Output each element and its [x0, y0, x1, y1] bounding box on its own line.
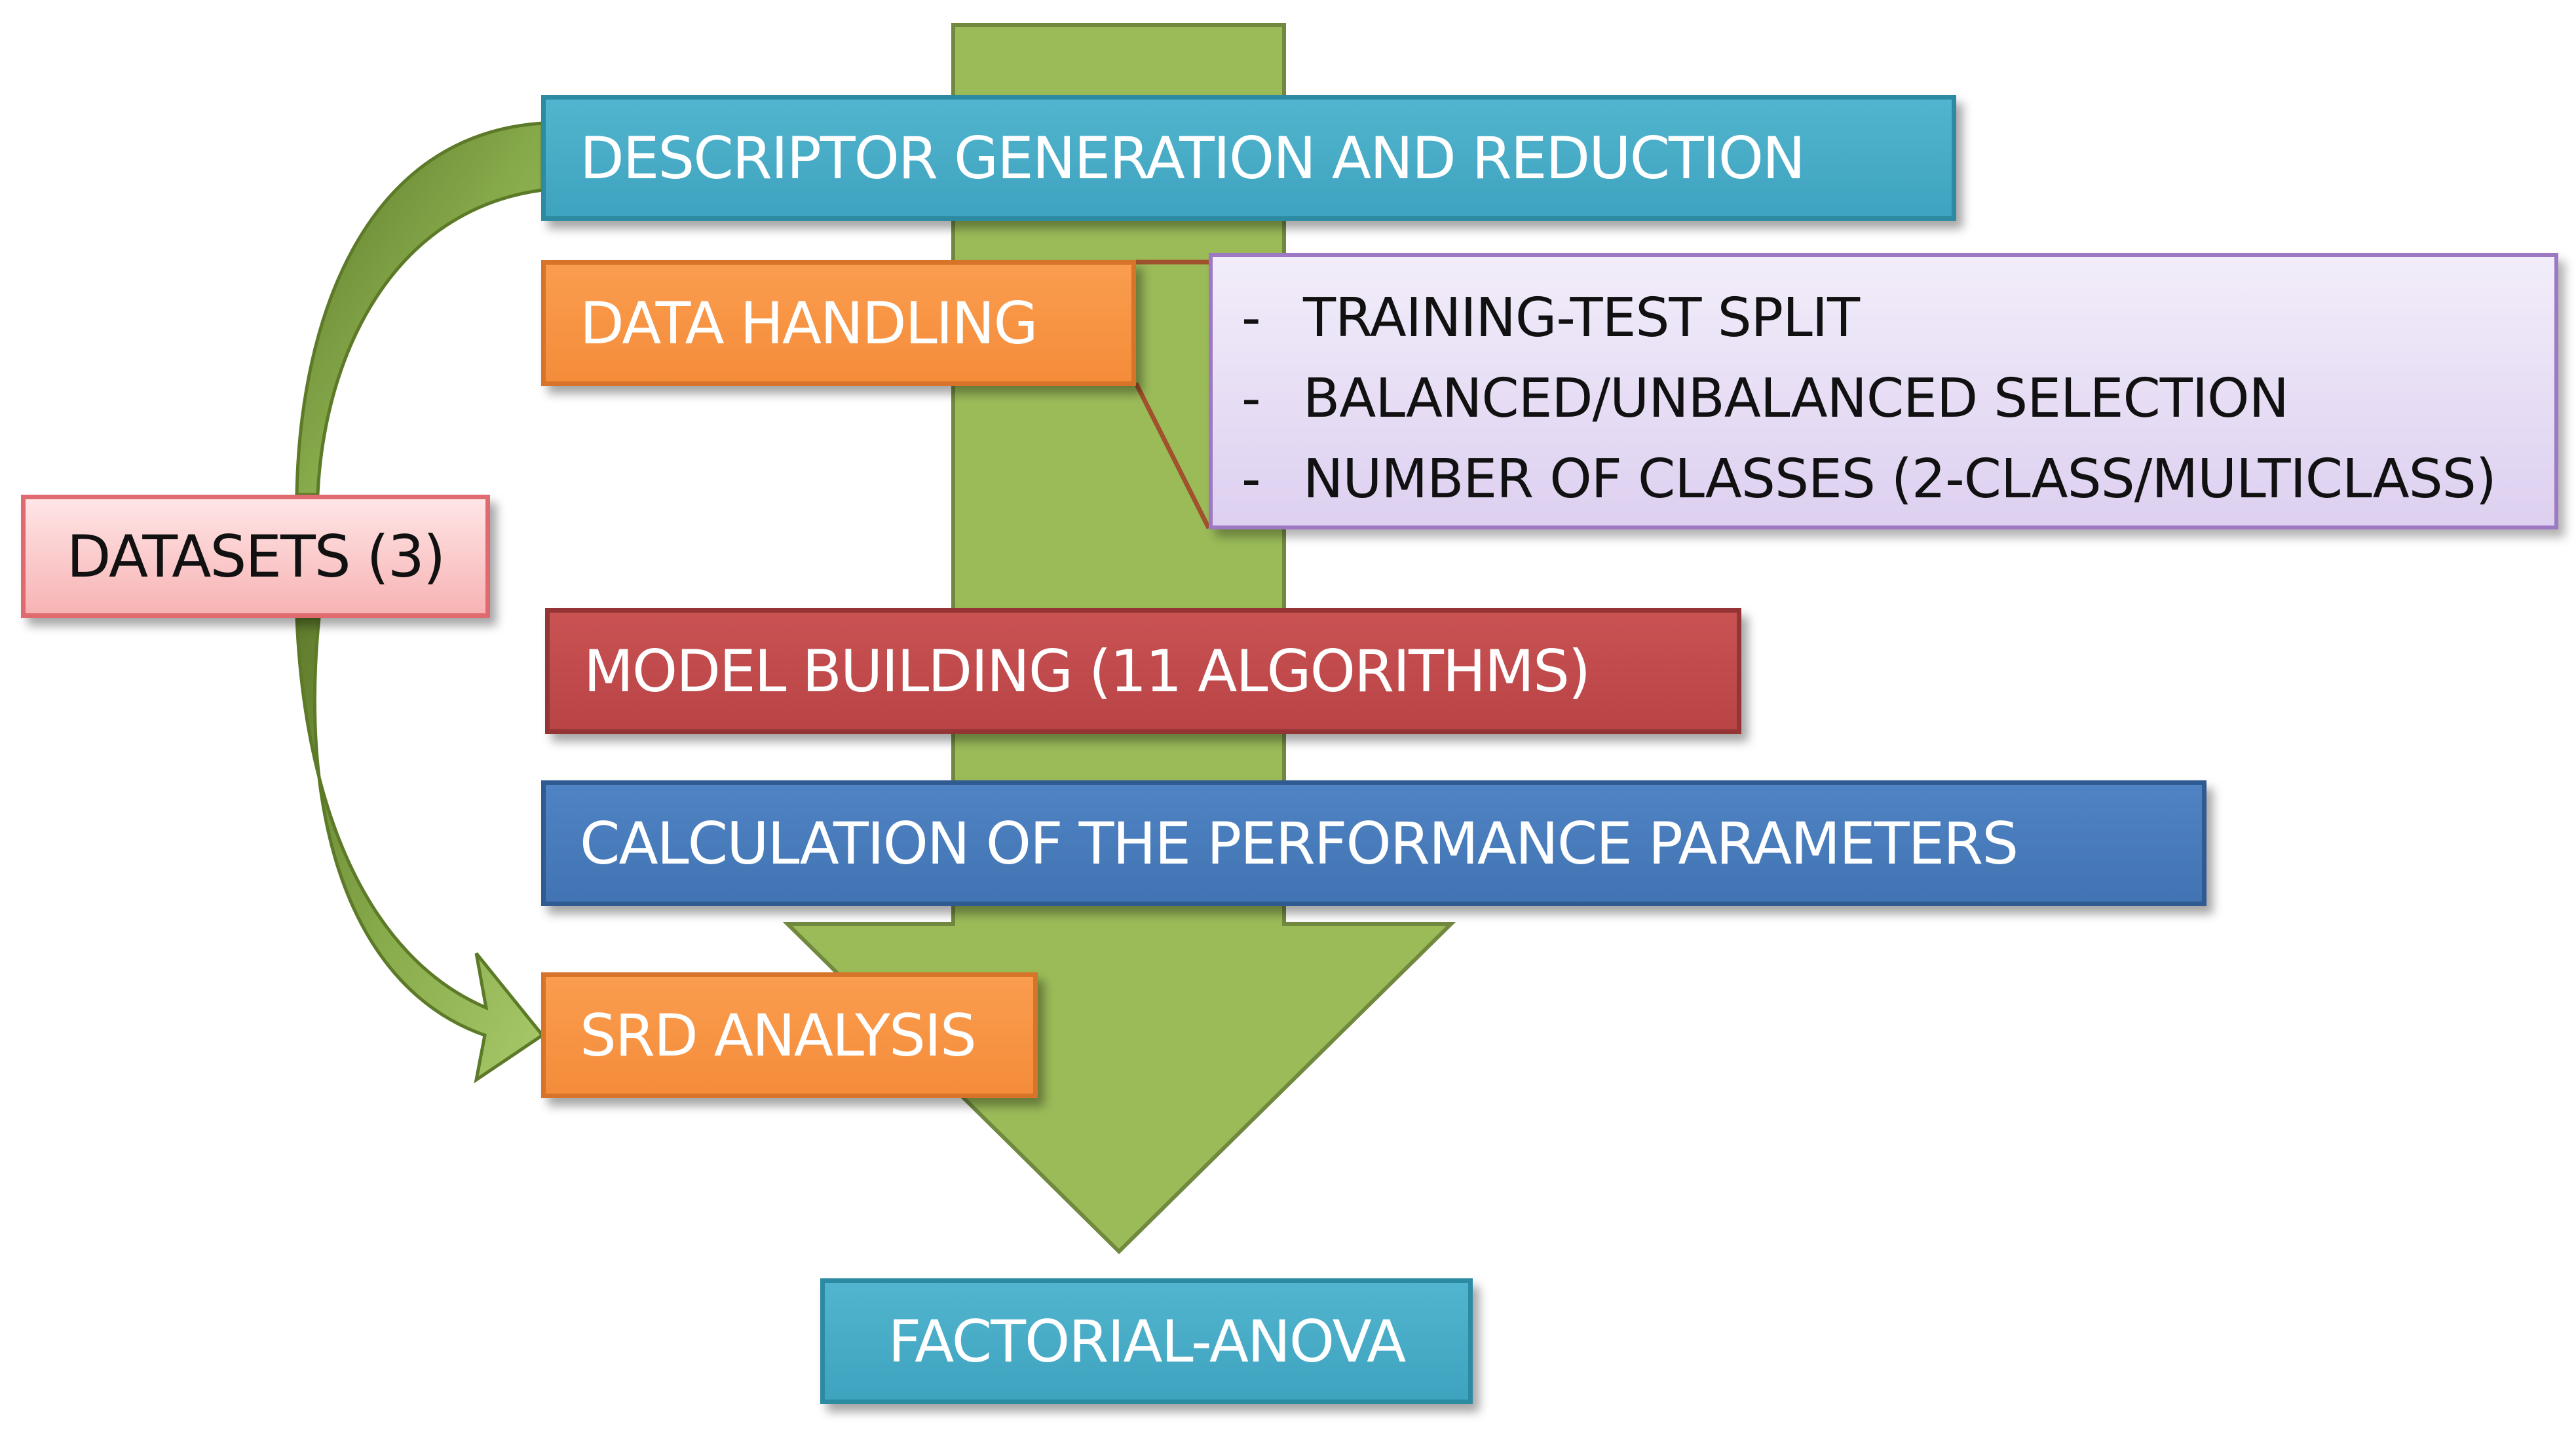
datasets-box: DATASETS (3) [21, 495, 490, 618]
callout-connector [1133, 259, 1211, 529]
data-handling-box: DATA HANDLING [541, 260, 1136, 386]
bullet-dash: - [1241, 448, 1261, 510]
curved-arrow-to-descriptor [295, 121, 544, 497]
data-handling-label: DATA HANDLING [580, 289, 1038, 357]
performance-calculation-box: CALCULATION OF THE PERFORMANCE PARAMETER… [541, 780, 2207, 906]
callout-item: - NUMBER OF CLASSES (2-CLASS/MULTICLASS) [1241, 439, 2554, 520]
callout-item-label: BALANCED/UNBALANCED SELECTION [1303, 368, 2289, 430]
bullet-dash: - [1241, 287, 1261, 349]
factorial-anova-label: FACTORIAL-ANOVA [888, 1307, 1407, 1375]
callout-item: - BALANCED/UNBALANCED SELECTION [1241, 358, 2554, 439]
callout-item: - TRAINING-TEST SPLIT [1241, 278, 2554, 358]
srd-analysis-box: SRD ANALYSIS [541, 972, 1038, 1098]
descriptor-generation-label: DESCRIPTOR GENERATION AND REDUCTION [580, 124, 1806, 192]
model-building-box: MODEL BUILDING (11 ALGORITHMS) [545, 608, 1741, 734]
model-building-label: MODEL BUILDING (11 ALGORITHMS) [584, 637, 1591, 705]
data-handling-callout: - TRAINING-TEST SPLIT - BALANCED/UNBALAN… [1209, 253, 2558, 529]
callout-item-label: TRAINING-TEST SPLIT [1303, 287, 1860, 349]
datasets-label: DATASETS (3) [66, 522, 445, 590]
descriptor-generation-box: DESCRIPTOR GENERATION AND REDUCTION [541, 95, 1956, 221]
bullet-dash: - [1241, 368, 1261, 430]
curved-arrow-to-srd [295, 616, 545, 1084]
performance-calculation-label: CALCULATION OF THE PERFORMANCE PARAMETER… [580, 809, 2018, 877]
srd-analysis-label: SRD ANALYSIS [580, 1001, 977, 1069]
callout-item-label: NUMBER OF CLASSES (2-CLASS/MULTICLASS) [1303, 448, 2497, 510]
factorial-anova-box: FACTORIAL-ANOVA [820, 1278, 1473, 1404]
